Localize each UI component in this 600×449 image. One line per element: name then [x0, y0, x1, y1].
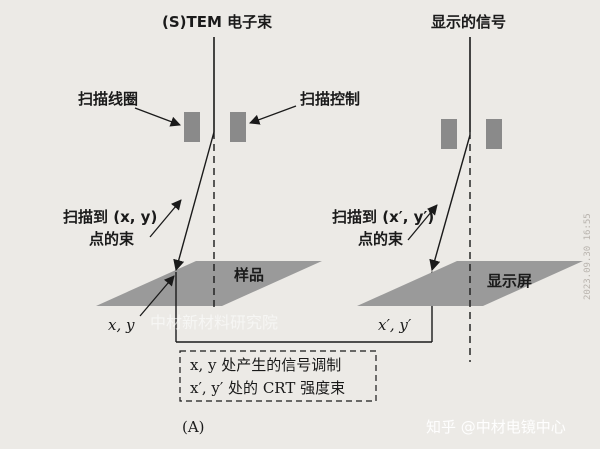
- scan-coil-right: [230, 112, 246, 142]
- sample-label: 样品: [234, 266, 264, 284]
- panel-label: (A): [182, 418, 205, 436]
- watermark-left: 中材新材料研究院: [150, 313, 278, 332]
- display-beam: [429, 134, 471, 272]
- side-timestamp: 2023.09.30 16:55: [583, 213, 593, 300]
- caption-box: [179, 350, 377, 402]
- display-coil-left: [441, 119, 457, 149]
- point-xy-pointer: [139, 275, 175, 317]
- signal-label: 显示的信号: [431, 13, 506, 31]
- display-point-label: x′, y′: [378, 316, 412, 334]
- scan-control-label: 扫描控制: [300, 90, 360, 108]
- display-scan-point-label-1: 扫描到 (x′, y′): [332, 208, 434, 226]
- beam-label: (S)TEM 电子束: [162, 13, 273, 31]
- display-scan-point-label-2: 点的束: [358, 230, 404, 248]
- screen-label: 显示屏: [487, 272, 532, 290]
- caption-line-2: x′, y′ 处的 CRT 强度束: [190, 379, 345, 397]
- scan-point-label-1: 扫描到 (x, y): [63, 208, 157, 226]
- scan-coil-label: 扫描线圈: [78, 90, 138, 108]
- scan-point-pointer: [149, 199, 182, 238]
- watermark-right: 知乎 @中材电镜中心: [426, 418, 566, 436]
- display-coil-right: [486, 119, 502, 149]
- screen-plane: [357, 261, 583, 306]
- scan-coil-pointer: [134, 107, 181, 127]
- sample-plane: [96, 261, 322, 306]
- point-xy-label: x, y: [108, 316, 135, 334]
- caption-line-1: x, y 处产生的信号调制: [190, 356, 341, 374]
- scan-control-pointer: [249, 105, 297, 125]
- deflected-beam: [173, 131, 215, 272]
- display-point-pointer: [407, 204, 438, 241]
- scan-point-label-2: 点的束: [89, 230, 135, 248]
- scan-coil-left: [184, 112, 200, 142]
